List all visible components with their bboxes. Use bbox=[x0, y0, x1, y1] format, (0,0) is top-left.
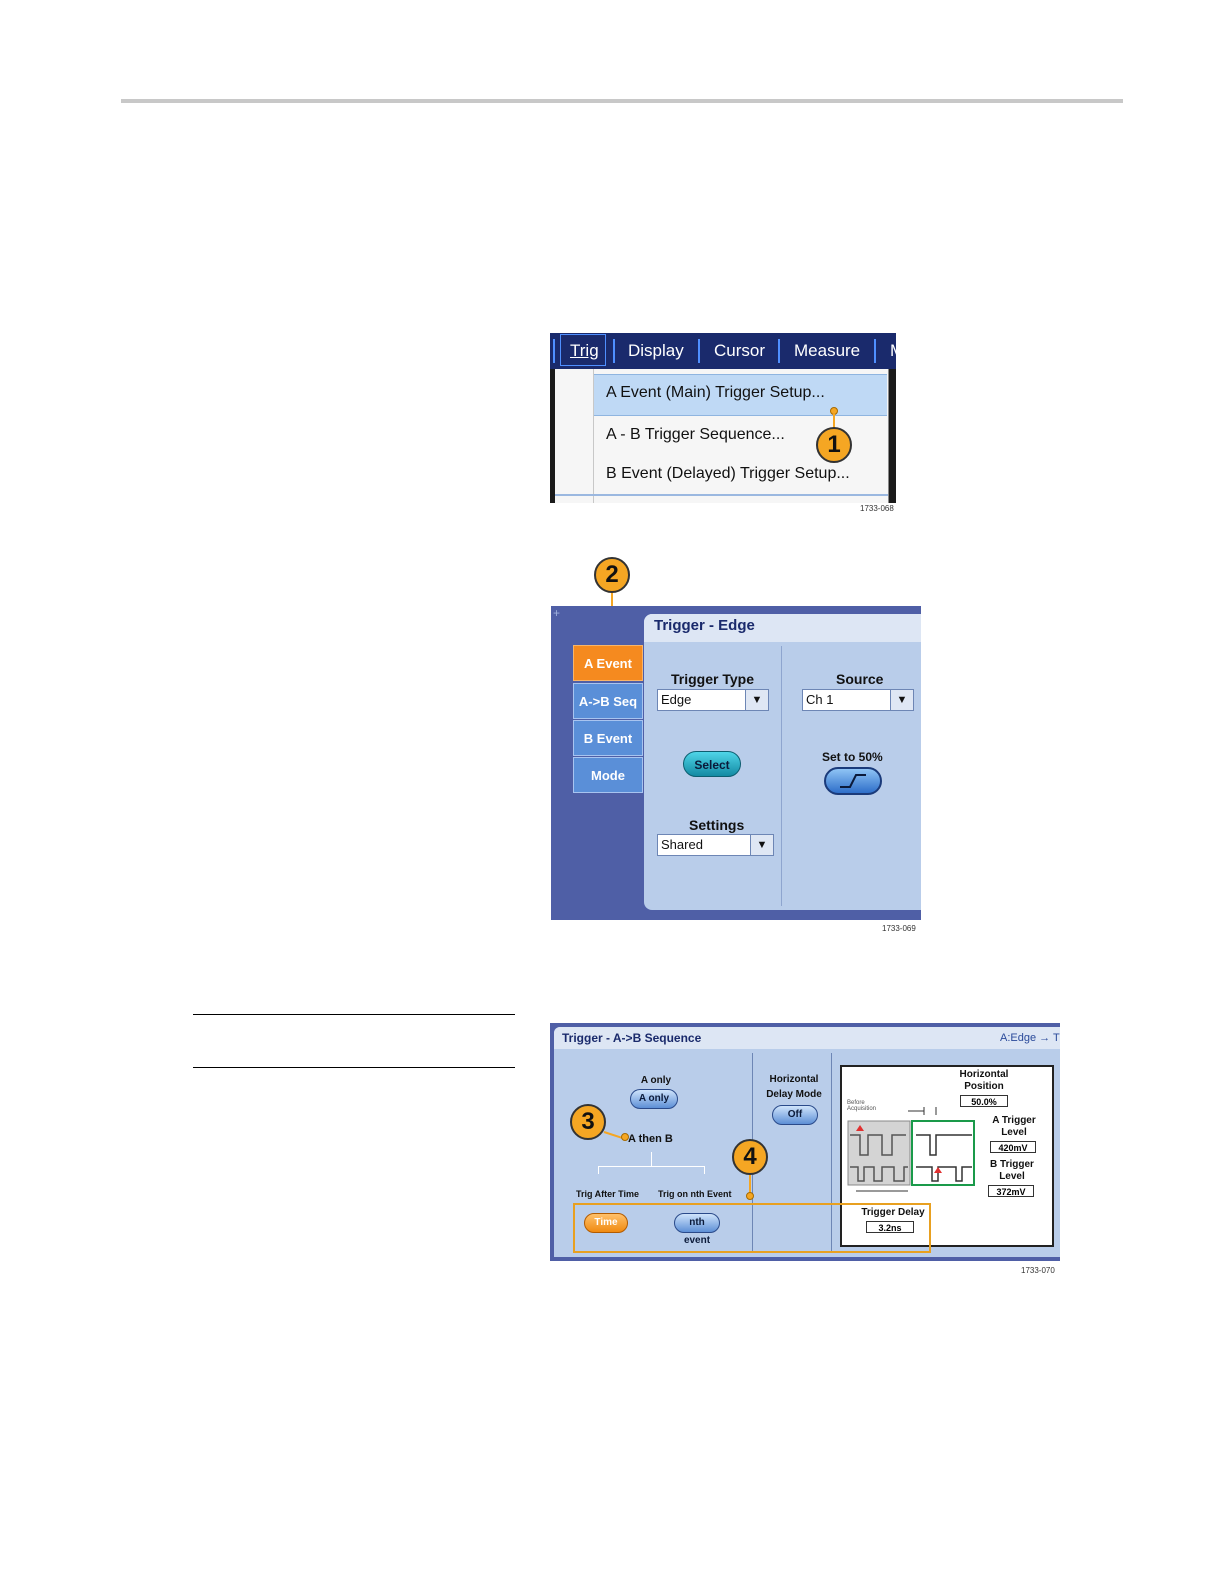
tab-b-event[interactable]: B Event bbox=[573, 720, 643, 756]
before-acquisition-1: Before bbox=[847, 1100, 865, 1106]
settings-label: Settings bbox=[689, 817, 745, 833]
delay-mode-off-button[interactable]: Off bbox=[772, 1105, 818, 1125]
a-trigger-level-value: 420mV bbox=[990, 1141, 1036, 1153]
panel-divider bbox=[831, 1053, 832, 1253]
menu-more[interactable]: M bbox=[890, 333, 896, 369]
trigger-edge-panel: Trigger - Edge Trigger Type Edge ▼ Sourc… bbox=[644, 614, 921, 910]
trigger-type-label: Trigger Type bbox=[671, 671, 754, 687]
bracket-bar bbox=[598, 1166, 705, 1167]
tab-ab-seq[interactable]: A->B Seq bbox=[573, 683, 643, 719]
figure-id: 1733-068 bbox=[860, 504, 894, 513]
nth-event-button[interactable]: nth event bbox=[674, 1213, 720, 1246]
b-trigger-level-value: 372mV bbox=[988, 1185, 1034, 1197]
bracket-left bbox=[598, 1166, 599, 1174]
trig-nth-event-label: Trig on nth Event bbox=[658, 1189, 732, 1199]
panel-title: Trigger - A->B Sequence bbox=[562, 1031, 702, 1045]
ab-sequence-window: Trigger - A->B Sequence A:Edge → T A onl… bbox=[550, 1023, 1060, 1261]
trigger-delay-value[interactable]: 3.2ns bbox=[866, 1221, 914, 1233]
callout-1-leader bbox=[833, 414, 835, 428]
set-50-button[interactable] bbox=[824, 767, 882, 795]
menu-separator bbox=[698, 339, 700, 363]
b-trigger-level-label-1: B Trigger bbox=[990, 1159, 1034, 1170]
select-button[interactable]: Select bbox=[683, 751, 741, 777]
source-value: Ch 1 bbox=[806, 692, 834, 707]
menu-bottom-line bbox=[555, 494, 888, 496]
panel-title-bar bbox=[644, 614, 921, 642]
horizontal-position-value: 50.0% bbox=[960, 1095, 1008, 1107]
horizontal-delay-label-1: Horizontal bbox=[769, 1074, 819, 1085]
header-rule bbox=[121, 99, 1123, 103]
horizontal-position-label-2: Position bbox=[964, 1081, 1004, 1092]
crosshair-icon: + bbox=[553, 606, 561, 620]
trigger-edge-window: + A Event A->B Seq B Event Mode Trigger … bbox=[551, 606, 921, 920]
menu-separator bbox=[553, 339, 555, 363]
dropdown-arrow-icon: ▼ bbox=[745, 690, 768, 710]
rising-edge-icon bbox=[840, 774, 866, 788]
a-only-label: A only bbox=[640, 1075, 672, 1086]
panel-title: Trigger - Edge bbox=[654, 617, 755, 634]
waveform-diagram bbox=[847, 1107, 975, 1192]
table-rule-top bbox=[193, 1014, 515, 1015]
trig-after-time-label: Trig After Time bbox=[576, 1189, 640, 1199]
a-only-button[interactable]: A only bbox=[630, 1089, 678, 1109]
callout-3-dot bbox=[621, 1133, 629, 1141]
time-button[interactable]: Time bbox=[584, 1213, 628, 1233]
callout-1: 1 bbox=[816, 427, 852, 463]
a-trigger-level-label-1: A Trigger bbox=[992, 1115, 1036, 1126]
callout-2: 2 bbox=[594, 557, 630, 593]
trigger-type-value: Edge bbox=[661, 692, 692, 707]
b-trigger-level-label-2: Level bbox=[999, 1171, 1025, 1182]
a-trigger-level-label-2: Level bbox=[1001, 1127, 1027, 1138]
menu-display[interactable]: Display bbox=[628, 341, 684, 360]
trigger-type-dropdown[interactable]: Edge ▼ bbox=[657, 689, 769, 711]
menu-item-highlight bbox=[594, 374, 887, 416]
highlight-box bbox=[573, 1203, 931, 1253]
callout-4: 4 bbox=[732, 1139, 768, 1175]
panel-divider bbox=[781, 646, 782, 906]
menu-cursor[interactable]: Cursor bbox=[714, 341, 766, 360]
table-rule-bottom bbox=[193, 1067, 515, 1068]
menu-separator bbox=[613, 339, 615, 363]
set-50-label: Set to 50% bbox=[822, 750, 883, 764]
menu-separator bbox=[778, 339, 780, 363]
menu-bar: Trig Display Cursor Measure M bbox=[550, 333, 896, 369]
menu-item-a-event-setup[interactable]: A Event (Main) Trigger Setup... bbox=[606, 384, 825, 401]
bracket-stem bbox=[651, 1152, 652, 1166]
trigger-diagram: Horizontal Position 50.0% Before Acquisi… bbox=[840, 1065, 1054, 1247]
menu-separator bbox=[874, 339, 876, 363]
panel-title-bar bbox=[554, 1027, 1060, 1049]
trigger-delay-label: Trigger Delay bbox=[861, 1207, 925, 1218]
figure-id: 1733-069 bbox=[882, 924, 916, 933]
source-dropdown[interactable]: Ch 1 ▼ bbox=[802, 689, 914, 711]
before-acquisition-2: Acquisition bbox=[847, 1106, 877, 1112]
menu-trig-highlight bbox=[560, 334, 606, 366]
dropdown-arrow-icon: ▼ bbox=[890, 690, 913, 710]
ab-sequence-panel: Trigger - A->B Sequence A:Edge → T A onl… bbox=[554, 1027, 1060, 1257]
a-then-b-label: A then B bbox=[628, 1133, 673, 1145]
settings-dropdown[interactable]: Shared ▼ bbox=[657, 834, 774, 856]
settings-value: Shared bbox=[661, 837, 703, 852]
trigger-summary: A:Edge → T bbox=[1000, 1032, 1060, 1044]
tab-a-event[interactable]: A Event bbox=[573, 645, 643, 681]
figure-id: 1733-070 bbox=[1021, 1266, 1055, 1275]
callout-4-dot bbox=[746, 1192, 754, 1200]
tab-mode[interactable]: Mode bbox=[573, 757, 643, 793]
menu-item-ab-sequence[interactable]: A - B Trigger Sequence... bbox=[606, 426, 785, 443]
callout-4-leader bbox=[749, 1175, 751, 1195]
menu-trig[interactable]: Trig bbox=[570, 341, 599, 360]
menu-icon-column bbox=[555, 369, 594, 503]
horizontal-delay-label-2: Delay Mode bbox=[766, 1089, 822, 1100]
callout-3: 3 bbox=[570, 1104, 606, 1140]
source-label: Source bbox=[836, 671, 884, 687]
menu-item-b-event-setup[interactable]: B Event (Delayed) Trigger Setup... bbox=[606, 465, 850, 482]
menu-measure[interactable]: Measure bbox=[794, 341, 861, 360]
bracket-right bbox=[704, 1166, 705, 1174]
dropdown-arrow-icon: ▼ bbox=[750, 835, 773, 855]
horizontal-position-label-1: Horizontal bbox=[959, 1069, 1009, 1080]
